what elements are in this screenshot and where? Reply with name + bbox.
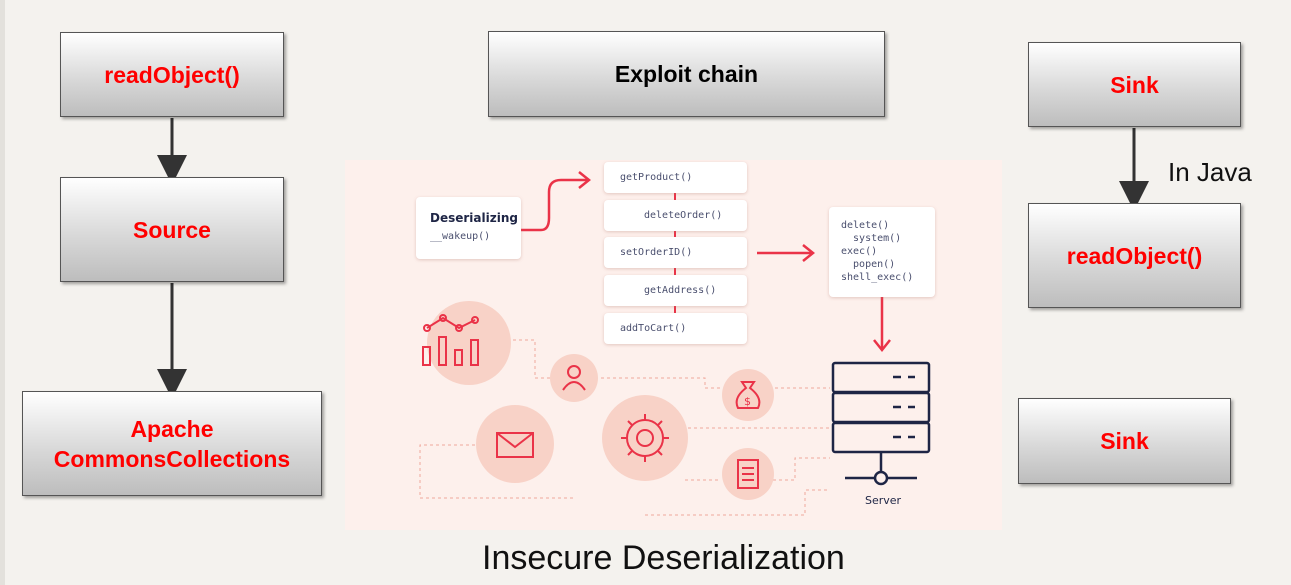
method-card-getaddress: getAddress() [604, 275, 747, 306]
mail-icon [496, 432, 534, 458]
dangerous-calls-card: delete() system() exec() popen() shell_e… [829, 207, 935, 297]
method-label: getProduct() [620, 172, 693, 183]
commons-collections-label: CommonsCollections [53, 445, 291, 472]
exploit-chain-box: Exploit chain [488, 31, 885, 117]
sink-box-bottom: Sink [1018, 398, 1231, 484]
source-box: Source [60, 177, 284, 282]
illustration-graphics: $ [419, 171, 931, 516]
money-bag-icon: $ [735, 381, 761, 409]
deserializing-title: Deserializing [430, 211, 518, 225]
document-icon [737, 459, 759, 489]
call-label: delete() [841, 220, 890, 231]
source-label: Source [133, 216, 211, 243]
readobject-java-box: readObject() [1028, 203, 1241, 308]
insecure-deserialization-illustration: $ [345, 160, 1002, 530]
wakeup-method: __wakeup() [430, 231, 491, 242]
method-card-deleteorder: deleteOrder() [604, 200, 747, 231]
call-label: exec() [841, 246, 878, 257]
slide-caption: Insecure Deserialization [482, 539, 845, 577]
call-label: shell_exec() [841, 272, 914, 283]
svg-text:$: $ [744, 395, 751, 408]
sink-label-bottom: Sink [1100, 428, 1149, 454]
deserializing-card: Deserializing __wakeup() [416, 197, 521, 259]
apache-label: Apache [130, 415, 214, 442]
readobject-box: readObject() [60, 32, 284, 117]
slide-left-edge [0, 0, 5, 585]
method-label: setOrderID() [620, 247, 693, 258]
readobject-label: readObject() [104, 61, 240, 88]
gear-icon-circle [602, 395, 688, 481]
money-bag-icon-circle [722, 369, 774, 421]
method-card-addtocart: addToCart() [604, 313, 747, 344]
gear-icon [621, 414, 669, 462]
server-icon [831, 361, 931, 486]
chart-icon [422, 314, 479, 366]
method-label: addToCart() [620, 323, 687, 334]
user-icon [562, 365, 586, 391]
deserializing-to-methods-arrow [521, 178, 587, 232]
method-label: deleteOrder() [644, 210, 723, 221]
sink-label-top: Sink [1110, 71, 1159, 98]
readobject-java-label: readObject() [1066, 242, 1203, 269]
method-card-setorderid: setOrderID() [604, 237, 747, 268]
method-card-getproduct: getProduct() [604, 162, 747, 193]
sink-box-top: Sink [1028, 42, 1241, 127]
mail-icon-circle [476, 405, 554, 483]
apache-commons-box: Apache CommonsCollections [22, 391, 322, 496]
call-label: system() [841, 233, 902, 244]
server-label: Server [865, 494, 902, 507]
in-java-label: In Java [1168, 157, 1252, 187]
method-label: getAddress() [644, 285, 717, 296]
exploit-chain-label: Exploit chain [614, 61, 759, 87]
call-label: popen() [841, 259, 896, 270]
